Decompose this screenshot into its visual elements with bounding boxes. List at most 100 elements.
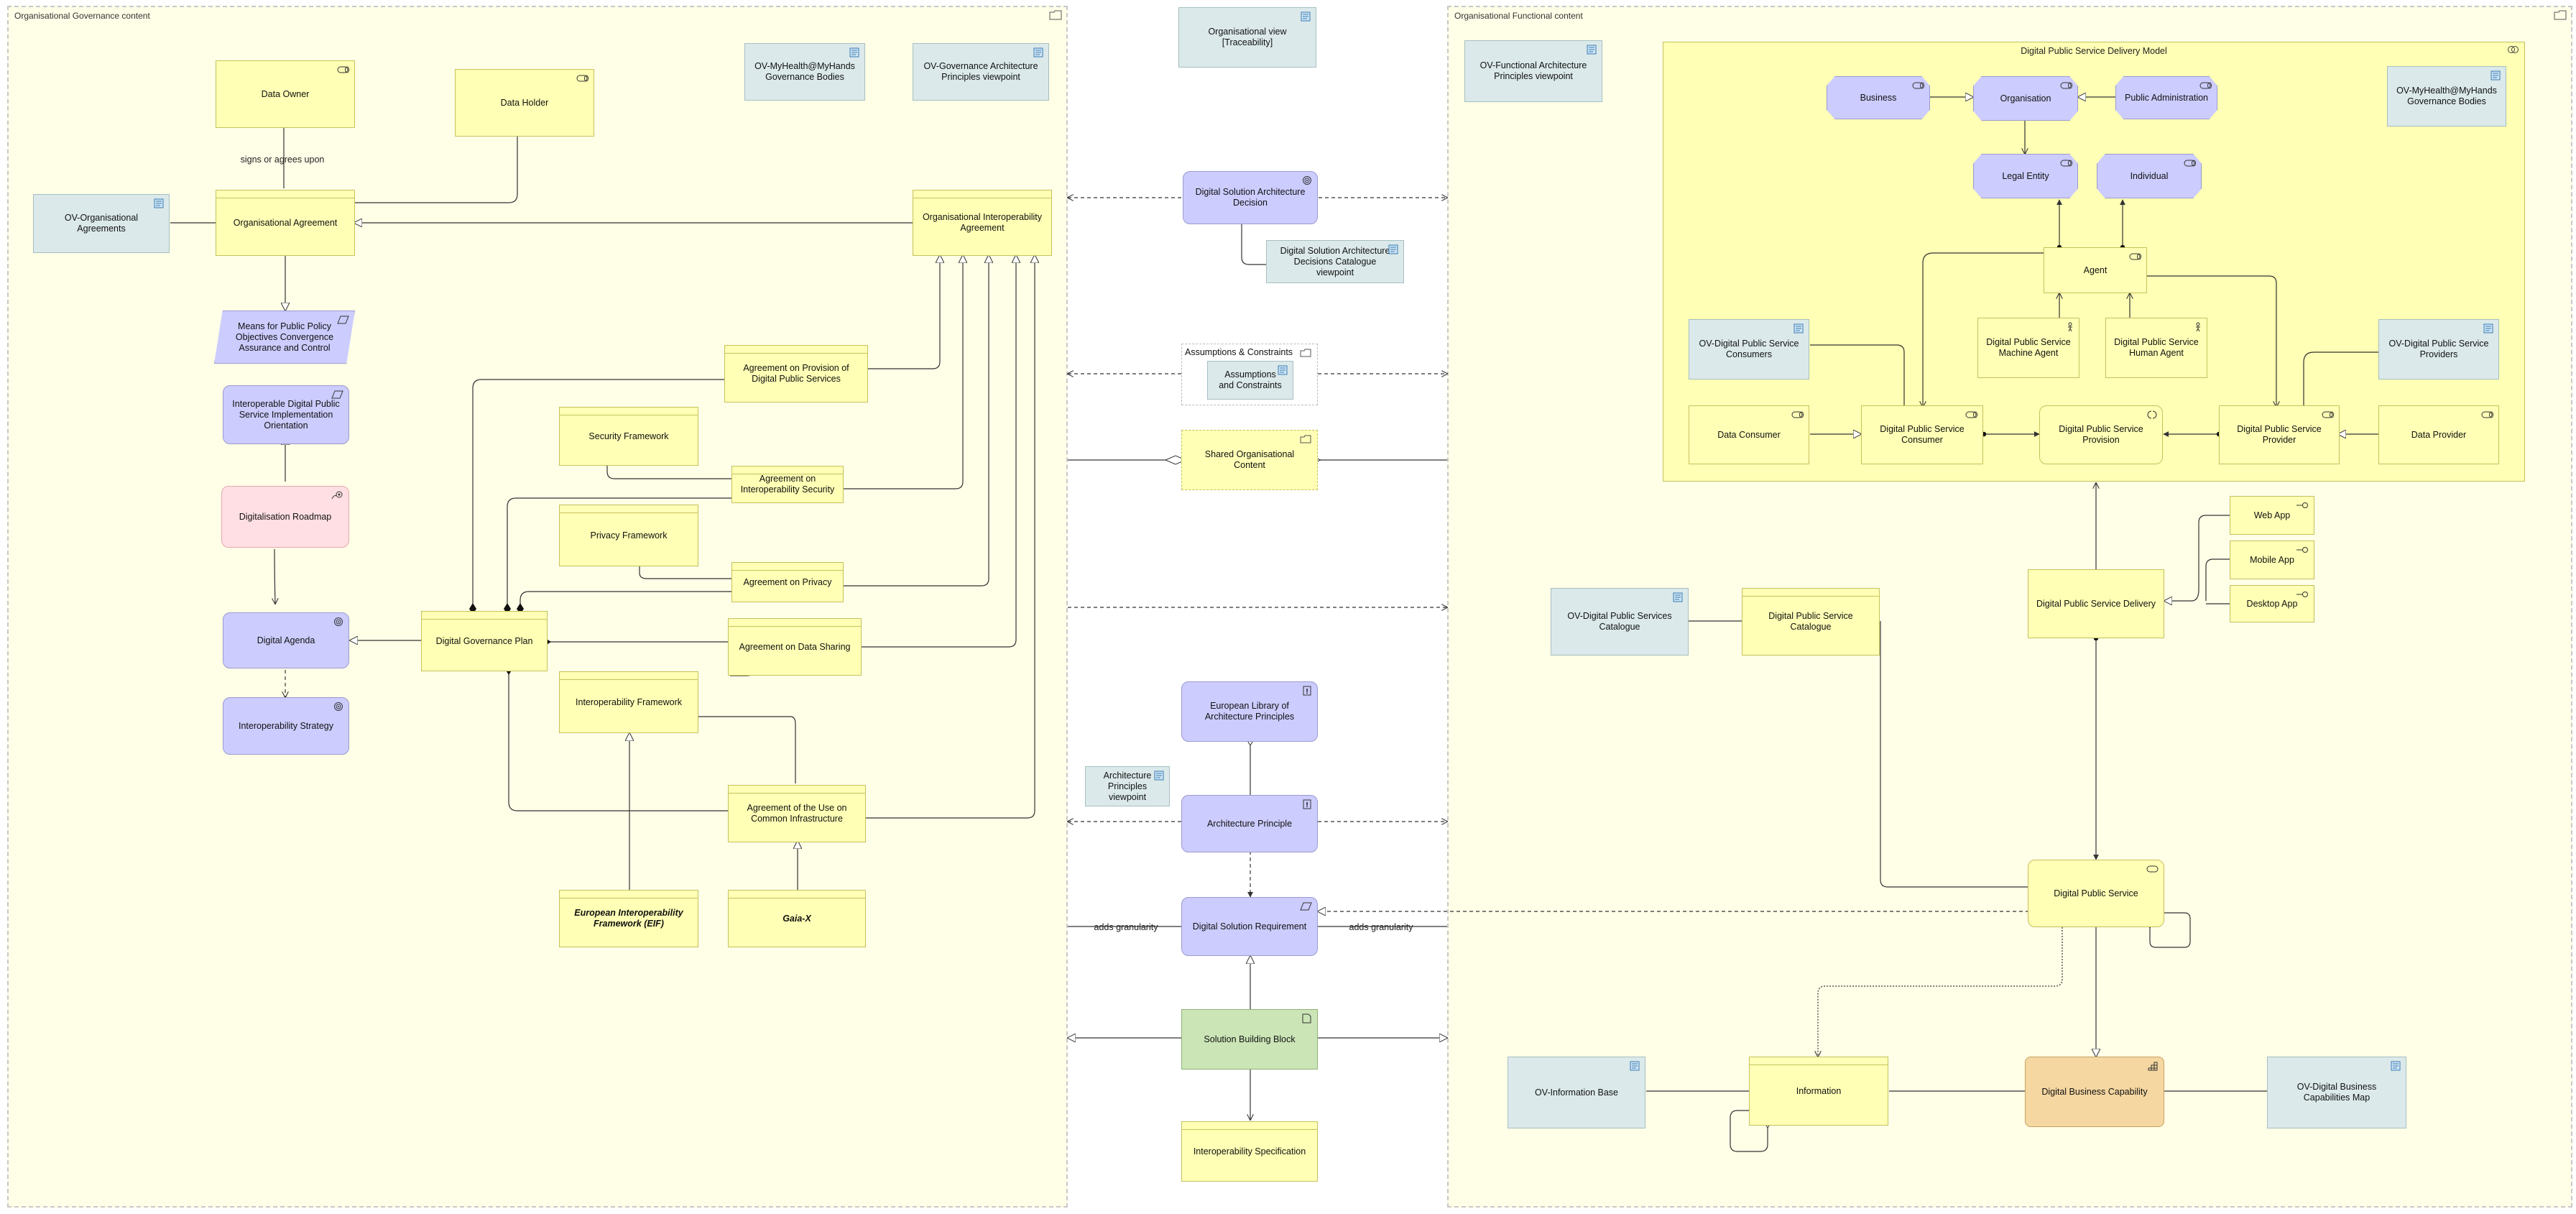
legal-entity[interactable]: Legal Entity (1973, 154, 2078, 198)
desktop-app[interactable]: Desktop App (2230, 585, 2314, 622)
group-governance[interactable]: Organisational Governance content (7, 6, 1068, 1208)
gaia-x[interactable]: Gaia-X (728, 890, 866, 947)
business[interactable]: Business (1827, 76, 1930, 119)
mobile-app[interactable]: Mobile App (2230, 541, 2314, 579)
requirement-icon (1300, 902, 1312, 911)
role-icon (2481, 411, 2493, 418)
mobile-app-label: Mobile App (2250, 554, 2294, 565)
view-label: OV-MyHealth@MyHands Governance Bodies (754, 61, 855, 82)
view-ov-dps-consumers[interactable]: OV-Digital Public Service Consumers (1689, 319, 1809, 380)
agreement-interop-security[interactable]: Agreement on Interoperability Security (731, 466, 844, 503)
view-architecture-principles[interactable]: Architecture Principles viewpoint (1085, 766, 1170, 806)
digital-solution-requirement[interactable]: Digital Solution Requirement (1181, 897, 1318, 956)
dsad-label: Digital Solution Architecture Decision (1195, 187, 1306, 208)
view-ov-information-base[interactable]: OV-Information Base (1508, 1057, 1645, 1128)
viewpoint-icon (2483, 323, 2493, 334)
goal-icon (1303, 176, 1311, 185)
view-ov-capabilities-map[interactable]: OV-Digital Business Capabilities Map (2267, 1057, 2406, 1128)
shared-organisational-content[interactable]: Shared Organisational Content (1181, 430, 1318, 490)
viewpoint-icon (1301, 12, 1311, 22)
org-agreement-label: Organisational Agreement (233, 217, 338, 228)
view-label: OV-Information Base (1534, 1087, 1619, 1098)
digital-solution-architecture-decision[interactable]: Digital Solution Architecture Decision (1183, 171, 1318, 224)
interface-icon (2296, 592, 2308, 597)
viewpoint-icon (154, 198, 164, 208)
organisation[interactable]: Organisation (1973, 76, 2078, 121)
dps-provider[interactable]: Digital Public Service Provider (2219, 405, 2340, 464)
eif-label: European Interoperability Framework (EIF… (574, 908, 683, 929)
european-library-architecture-principles[interactable]: European Library of Architecture Princip… (1181, 681, 1318, 742)
digitalisation-roadmap[interactable]: Digitalisation Roadmap (221, 486, 349, 548)
agreement-common-infrastructure[interactable]: Agreement of the Use on Common Infrastru… (728, 785, 866, 842)
human-agent[interactable]: Digital Public Service Human Agent (2105, 318, 2207, 378)
solution-building-block[interactable]: Solution Building Block (1181, 1009, 1318, 1070)
view-ov-dps-catalogue[interactable]: OV-Digital Public Services Catalogue (1551, 588, 1689, 656)
view-label: OV-Digital Public Service Providers (2388, 339, 2489, 359)
interface-icon (2296, 547, 2308, 553)
data-owner[interactable]: Data Owner (216, 60, 355, 128)
organisational-interoperability-agreement[interactable]: Organisational Interoperability Agreemen… (913, 190, 1052, 256)
organisational-agreement[interactable]: Organisational Agreement (216, 190, 355, 256)
view-ov-dps-providers[interactable]: OV-Digital Public Service Providers (2378, 319, 2499, 380)
catalogue-label: Digital Public Service Catalogue (1768, 611, 1853, 632)
elap-label: European Library of Architecture Princip… (1204, 701, 1295, 722)
viewpoint-icon (2490, 70, 2501, 81)
architecture-principle[interactable]: Architecture Principle ! (1181, 795, 1318, 852)
role-icon (2060, 160, 2072, 167)
machine-agent[interactable]: Digital Public Service Machine Agent (1977, 318, 2079, 378)
role-icon (1965, 411, 1977, 418)
goal-icon (334, 702, 343, 711)
digital-public-service[interactable]: Digital Public Service (2028, 860, 2164, 927)
dps-provision-label: Digital Public Service Provision (2059, 424, 2143, 445)
capability-label: Digital Business Capability (2041, 1086, 2148, 1097)
interop-spec-label: Interoperability Specification (1193, 1146, 1306, 1156)
privacy-framework[interactable]: Privacy Framework (559, 505, 698, 566)
viewpoint-icon (849, 47, 859, 58)
data-provider[interactable]: Data Provider (2378, 405, 2499, 464)
security-fw-label: Security Framework (588, 431, 669, 441)
view-dsad-catalogue[interactable]: Digital Solution Architecture Decisions … (1266, 240, 1404, 283)
digital-agenda[interactable]: Digital Agenda (223, 612, 349, 668)
information[interactable]: Information (1749, 1057, 1888, 1126)
view-label: OV-Digital Public Service Consumers (1699, 339, 1799, 359)
view-ov-myhealth-functional[interactable]: OV-MyHealth@MyHands Governance Bodies (2387, 66, 2506, 127)
view-ov-governance-arch-principles[interactable]: OV-Governance Architecture Principles vi… (913, 43, 1049, 101)
view-assumptions-constraints[interactable]: Assumptions and Constraints (1207, 361, 1293, 400)
agr-provision-label: Agreement on Provision of Digital Public… (743, 363, 849, 384)
data-holder[interactable]: Data Holder (455, 69, 594, 137)
eif[interactable]: European Interoperability Framework (EIF… (559, 890, 698, 947)
folder-icon (2554, 10, 2567, 20)
view-ov-functional-arch-principles[interactable]: OV-Functional Architecture Principles vi… (1464, 40, 1602, 102)
agreement-provision-dps[interactable]: Agreement on Provision of Digital Public… (724, 345, 868, 403)
data-consumer-label: Data Consumer (1717, 429, 1781, 440)
dps-catalogue[interactable]: Digital Public Service Catalogue (1742, 588, 1880, 656)
interoperability-strategy[interactable]: Interoperability Strategy (223, 697, 349, 755)
means-for-public-policy[interactable]: Means for Public Policy Objectives Conve… (214, 311, 355, 364)
security-framework[interactable]: Security Framework (559, 407, 698, 466)
data-consumer[interactable]: Data Consumer (1689, 405, 1809, 464)
interoperable-implementation-orientation[interactable]: Interoperable Digital Public Service Imp… (223, 385, 349, 444)
view-ov-org-agreements[interactable]: OV-Organisational Agreements (33, 194, 170, 253)
data-owner-label: Data Owner (261, 88, 310, 99)
agreement-privacy[interactable]: Agreement on Privacy (731, 562, 844, 602)
dps-provision[interactable]: Digital Public Service Provision (2039, 405, 2163, 464)
dps-delivery[interactable]: Digital Public Service Delivery (2028, 569, 2164, 638)
agreement-data-sharing[interactable]: Agreement on Data Sharing (728, 618, 862, 676)
view-ov-myhealth-governance[interactable]: OV-MyHealth@MyHands Governance Bodies (744, 43, 865, 101)
strategy-label: Interoperability Strategy (238, 720, 333, 731)
information-label: Information (1796, 1085, 1842, 1096)
dps-consumer[interactable]: Digital Public Service Consumer (1861, 405, 1983, 464)
digital-governance-plan[interactable]: Digital Governance Plan (421, 611, 548, 671)
interoperability-specification[interactable]: Interoperability Specification (1181, 1121, 1318, 1182)
public-admin-label: Public Administration (2124, 92, 2209, 103)
agr-privacy-label: Agreement on Privacy (743, 576, 832, 587)
digital-business-capability[interactable]: Digital Business Capability (2025, 1057, 2164, 1127)
means-label: Means for Public Policy Objectives Conve… (235, 321, 334, 353)
interoperability-framework[interactable]: Interoperability Framework (559, 671, 698, 733)
individual[interactable]: Individual (2097, 154, 2202, 198)
view-ov-traceability[interactable]: Organisational view [Traceability] (1178, 7, 1316, 68)
public-administration[interactable]: Public Administration (2115, 76, 2217, 119)
interop-fw-label: Interoperability Framework (576, 696, 682, 707)
web-app[interactable]: Web App (2230, 496, 2314, 535)
agent[interactable]: Agent (2044, 247, 2147, 293)
